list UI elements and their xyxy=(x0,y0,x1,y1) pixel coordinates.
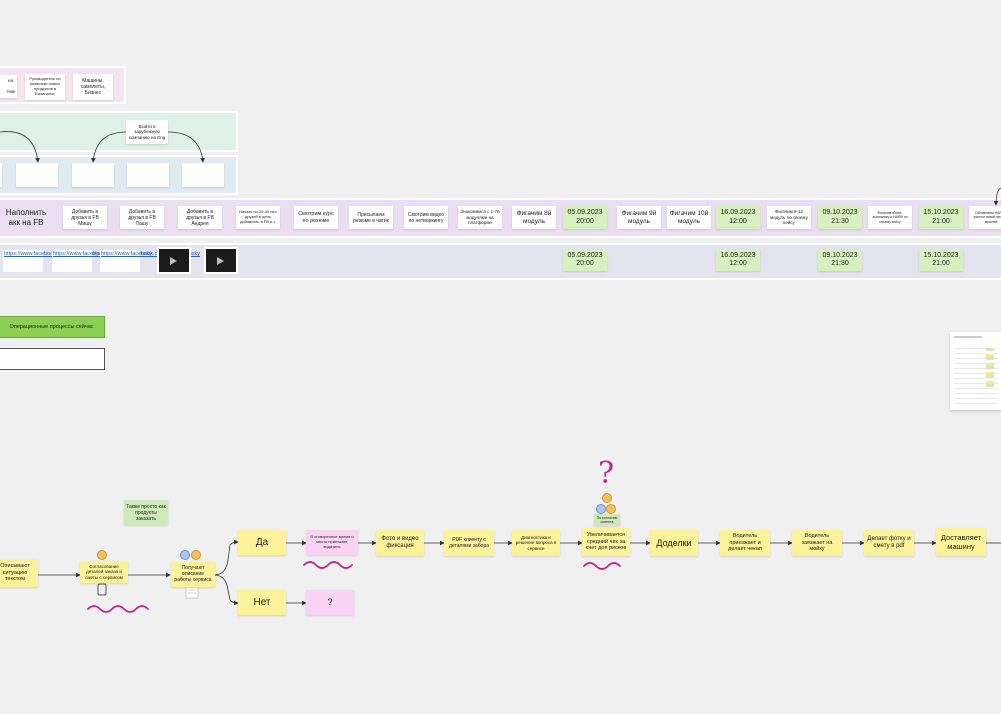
timeline-item[interactable]: Фигачим 8й модуль xyxy=(512,206,556,229)
timeline-item[interactable]: Фигачим 8-12 модуль по своему кейсу xyxy=(767,206,811,229)
flow-question[interactable]: ? xyxy=(306,590,354,615)
flow-no[interactable]: Нет xyxy=(238,590,286,615)
empty-card[interactable] xyxy=(16,163,58,187)
flow-agree[interactable]: Согласование деталей заказа и сметы с се… xyxy=(80,561,128,583)
empty-card[interactable] xyxy=(127,163,169,187)
phone-icon xyxy=(97,583,107,596)
avatar xyxy=(180,550,190,560)
avatar xyxy=(606,504,616,514)
timeline-item[interactable]: Добавить в друзья в FB Пашу xyxy=(120,206,164,229)
video-thumbnail[interactable] xyxy=(157,247,191,274)
flow-yes[interactable]: Да xyxy=(238,530,286,555)
timeline-item[interactable]: Начать по 20-30 нео друзей в день добавл… xyxy=(236,206,280,229)
timeline-item[interactable]: 05.09.2023 20:00 xyxy=(563,206,607,229)
video-thumbnail[interactable] xyxy=(204,247,238,274)
timeline-item[interactable]: 15.10.2023 21:00 xyxy=(919,206,963,229)
question-mark-annotation: ? xyxy=(597,456,615,491)
top-card-mashiny[interactable]: Машины, самолеты, Бизнес xyxy=(73,74,113,100)
flow-pdf[interactable]: PDF клиенту с деталями забора xyxy=(444,530,494,556)
timeline-item[interactable]: Фигачим Юнит-экономику и HARB по своему … xyxy=(868,206,912,229)
timeline-item[interactable]: Смотрим видео по нетворкингу xyxy=(404,206,448,229)
timeline-item[interactable]: Наполнить акк на FB xyxy=(5,207,47,227)
date-note[interactable]: 16.09.2023 12:00 xyxy=(716,249,760,271)
flow-describe[interactable]: Описывают ситуацию текстом xyxy=(0,559,38,587)
timeline-item[interactable]: Присылаем резюме в чатик xyxy=(349,206,393,229)
timeline-item[interactable]: Фигачим 10й модуль xyxy=(667,206,711,229)
goal-card-abroad[interactable]: Выйти в зарубежную компанию на Eng xyxy=(126,120,168,144)
empty-card[interactable] xyxy=(72,163,114,187)
empty-card[interactable] xyxy=(182,163,224,187)
flow-approval-note[interactable]: По согласию клиента xyxy=(594,514,620,526)
timeline-item[interactable]: Смотрим курс по резюме xyxy=(294,206,338,229)
avatar xyxy=(596,504,606,514)
flow-photo-pdf[interactable]: Делает фотку и смету в pdf xyxy=(864,530,914,556)
flow-also-note[interactable]: Также просто как продукты заказать xyxy=(124,500,168,525)
legend-process-label[interactable]: Операционные процессы сейчас xyxy=(0,316,105,338)
date-note[interactable]: 15.10.2023 21:00 xyxy=(919,249,963,271)
avatar xyxy=(97,550,107,560)
top-partial-card[interactable]: на тчик xyxy=(0,75,17,98)
flow-photo[interactable]: Фото и видео фиксация xyxy=(376,530,424,556)
timeline-item[interactable]: Обновляем HARB с учетом новой инфы и мыс… xyxy=(969,206,1001,229)
flow-driver-wash[interactable]: Водитель заезжает на мойку xyxy=(792,530,842,556)
avatar xyxy=(602,493,612,503)
band-mint xyxy=(0,111,238,152)
timeline-item[interactable]: 16.09.2023 12:00 xyxy=(716,206,760,229)
flow-receive[interactable]: Получают описание работы сервиса xyxy=(171,561,215,587)
spreadsheet-preview[interactable] xyxy=(950,332,1001,410)
flow-avg[interactable]: Увеличивается средний чек за счет доп ри… xyxy=(582,528,630,556)
legend-empty-box[interactable] xyxy=(0,348,105,370)
flow-deliver[interactable]: Доставляет машину xyxy=(936,528,986,556)
timeline-item[interactable]: Фигачим 9й модуль xyxy=(617,206,661,229)
flow-time[interactable]: В оговоренное время и место приезжает во… xyxy=(306,530,358,555)
timeline-item[interactable]: Добавить в друзья в FB Мишу xyxy=(63,206,107,229)
flow-diag[interactable]: Диагностика и решение вопроса в сервисе xyxy=(512,530,560,556)
date-note[interactable]: 05.09.2023 20:00 xyxy=(563,249,607,271)
timeline-item[interactable]: 09.10.2023 21:30 xyxy=(818,206,862,229)
flow-driver-arrives[interactable]: Водитель приезжает и делает чекап xyxy=(720,530,770,556)
empty-card[interactable] xyxy=(0,163,2,187)
top-card-rukovoditel[interactable]: Руководитель по развитию новых продуктов… xyxy=(25,74,65,100)
timeline-item[interactable]: Добавить в друзья в FB Андрея xyxy=(178,206,222,229)
date-note[interactable]: 09.10.2023 21:30 xyxy=(818,249,862,271)
flow-fixes[interactable]: Доделки xyxy=(650,530,698,556)
timeline-item[interactable]: Знакомимся с 1-7й модулями на платформе xyxy=(458,206,502,229)
avatar xyxy=(191,550,201,560)
